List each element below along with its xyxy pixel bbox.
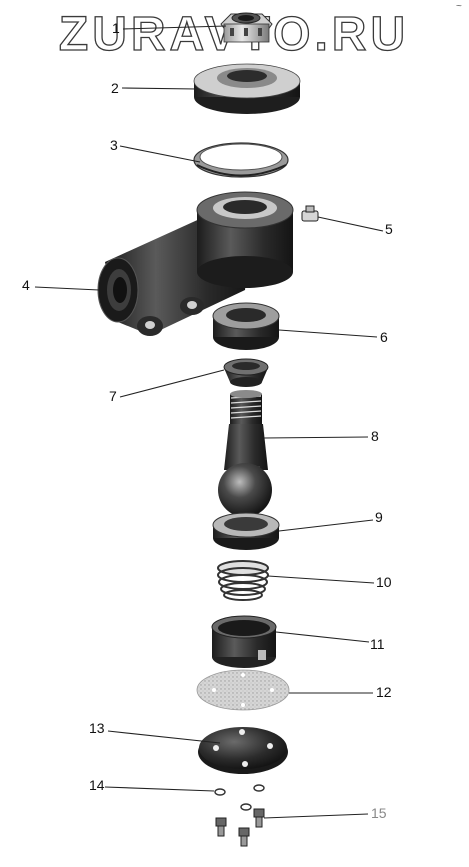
leader-4 — [34, 286, 100, 291]
bolts — [215, 808, 265, 847]
lower-bearing-ring — [212, 512, 280, 550]
leader-13 — [107, 730, 221, 744]
callout-8: 8 — [371, 428, 379, 444]
callout-4: 4 — [22, 277, 30, 293]
callout-5: 5 — [385, 221, 393, 237]
leader-15 — [263, 813, 369, 819]
compression-spring — [217, 560, 269, 601]
upper-bearing-ring — [212, 302, 280, 350]
leader-5 — [317, 216, 384, 232]
leader-14 — [104, 786, 215, 792]
grease-fitting — [301, 205, 319, 222]
leader-6 — [278, 329, 378, 338]
corner-mark: ~ — [456, 1, 462, 12]
callout-14: 14 — [89, 777, 105, 793]
callout-7: 7 — [109, 388, 117, 404]
leader-10 — [267, 575, 375, 584]
callout-1: 1 — [112, 20, 120, 36]
leader-2 — [121, 87, 198, 90]
callout-11: 11 — [370, 636, 385, 652]
retaining-ring — [193, 142, 289, 178]
threaded-plug — [193, 63, 301, 114]
callout-10: 10 — [376, 574, 392, 590]
leader-8 — [263, 436, 369, 439]
leader-3 — [119, 145, 201, 163]
leader-lines — [34, 25, 384, 819]
callout-numbers: 1 2 3 4 5 6 7 8 9 10 11 12 13 14 15 — [22, 20, 393, 821]
callout-6: 6 — [380, 329, 388, 345]
callout-13: 13 — [89, 720, 105, 736]
leader-11 — [275, 631, 370, 643]
lock-washers — [214, 784, 265, 811]
cover-plate — [198, 727, 288, 774]
leader-9 — [278, 519, 374, 532]
tie-rod-housing — [97, 191, 294, 336]
callout-9: 9 — [375, 509, 383, 525]
callout-3: 3 — [110, 137, 118, 153]
leader-1 — [122, 25, 227, 30]
castle-nut — [220, 12, 273, 43]
callout-12: 12 — [376, 684, 392, 700]
callout-15: 15 — [371, 805, 387, 821]
callout-2: 2 — [111, 80, 119, 96]
upper-insert — [223, 358, 269, 387]
gasket — [196, 669, 290, 711]
spring-cup — [211, 615, 277, 668]
leader-7 — [119, 369, 225, 398]
ball-pin — [218, 390, 272, 517]
